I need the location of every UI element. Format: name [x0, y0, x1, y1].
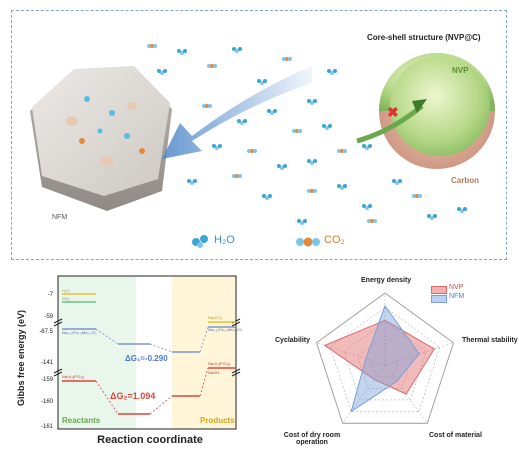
- h2o-legend-label: H₂O: [214, 234, 235, 246]
- svg-text:-7: -7: [48, 292, 54, 298]
- legend-label-nvp: NVP: [449, 284, 464, 291]
- h2o-molecule: [307, 159, 317, 165]
- radar-series-nvp: [323, 319, 436, 395]
- h2o-molecule: [362, 204, 372, 210]
- radar-axis-thermal-stability: Thermal stability: [462, 337, 518, 344]
- delta-g2: ΔG₂=1.094: [110, 391, 155, 401]
- reactants-region: [58, 276, 136, 429]
- energy-ylabel: Gibbs free energy (eV): [16, 310, 26, 406]
- radar-axis-cost-material: Cost of material: [429, 432, 482, 439]
- co2-molecule: [202, 104, 212, 108]
- svg-text:-141: -141: [41, 360, 54, 366]
- h2o-molecule: [262, 194, 272, 200]
- h2o-molecule: [212, 144, 222, 150]
- schematic-drawing: ✖: [30, 44, 495, 248]
- h2o-molecule: [337, 184, 347, 190]
- core-shell-sphere: ✖: [356, 53, 495, 169]
- h2o-molecule: [267, 109, 277, 115]
- energy-xlabel: Reaction coordinate: [97, 434, 203, 446]
- radar-axis-cyclability: Cyclability: [275, 337, 311, 344]
- schematic-panel: ✖ Core-shell structure (NVP@C) NVP Carbo…: [11, 10, 507, 260]
- h2o-molecule: [187, 179, 197, 185]
- radar-grid-ring: [315, 292, 455, 424]
- legend-label-nfm: NFM: [449, 293, 465, 300]
- svg-text:Na₂CO₃: Na₂CO₃: [208, 315, 223, 320]
- delta-g1: ΔG₁=-0.290: [125, 354, 168, 363]
- h2o-molecule: [362, 144, 372, 150]
- svg-text:-87.5: -87.5: [39, 329, 53, 335]
- legend-swatch-nfm: [431, 295, 447, 303]
- reactants-label: Reactants: [62, 416, 101, 425]
- svg-text:CO₂: CO₂: [62, 296, 70, 301]
- co2-legend-icon: [296, 237, 320, 247]
- svg-text:Na₃V₂(PO₄)₃: Na₃V₂(PO₄)₃: [208, 361, 231, 366]
- svg-text:Na₀.₆₇Fe₀.₅Mn₀.₅O₂: Na₀.₆₇Fe₀.₅Mn₀.₅O₂: [62, 330, 97, 335]
- co2-molecule: [282, 57, 292, 61]
- h2o-molecule: [327, 69, 337, 75]
- svg-text:-159: -159: [41, 377, 54, 383]
- radar-grid-ring: [357, 335, 413, 389]
- svg-text:NaOH: NaOH: [208, 370, 219, 375]
- svg-text:-160: -160: [41, 399, 54, 405]
- co2-molecule: [207, 64, 217, 68]
- co2-molecule: [412, 194, 422, 198]
- svg-text:H₂O: H₂O: [62, 288, 70, 293]
- nfm-block: [30, 66, 172, 211]
- h2o-molecule: [457, 207, 467, 213]
- h2o-molecule: [392, 179, 402, 185]
- nvp-label: NVP: [452, 66, 469, 75]
- radar-series-nfm: [350, 304, 420, 413]
- h2o-molecule: [307, 99, 317, 105]
- carbon-label: Carbon: [451, 176, 479, 185]
- radar-grid-ring: [329, 307, 441, 412]
- h2o-molecule: [237, 119, 247, 125]
- core-shell-title: Core-shell structure (NVP@C): [367, 33, 481, 42]
- nfm-label: NFM: [52, 214, 68, 221]
- co2-molecule: [292, 129, 302, 133]
- plot-frame: [57, 275, 237, 430]
- h2o-molecule: [177, 49, 187, 55]
- co2-molecule: [247, 149, 257, 153]
- co2-molecule: [337, 149, 347, 153]
- h2o-molecule: [297, 219, 307, 225]
- co2-molecule: [147, 44, 157, 48]
- h2o-molecule: [157, 69, 167, 75]
- h2o-molecule: [257, 79, 267, 85]
- radar-svg: [315, 292, 455, 424]
- energy-yticks: -7 -59 -87.5 -141 -159 -160 -161: [39, 292, 53, 430]
- radar-chart: Energy density Thermal stability Cost of…: [265, 268, 519, 466]
- svg-text:-59: -59: [44, 314, 53, 320]
- radar-axis-energy-density: Energy density: [361, 277, 412, 284]
- energy-plot: Gibbs free energy (eV) Reaction coordina…: [16, 275, 243, 446]
- molecules: [147, 44, 467, 225]
- products-label: Products: [200, 416, 235, 425]
- radar-axis-cost-dry-room: Cost of dry room operation: [283, 432, 341, 446]
- svg-text:Na₀.₆₇Fe₀.₅Mn₀.₅O₂: Na₀.₆₇Fe₀.₅Mn₀.₅O₂: [208, 327, 243, 332]
- h2o-legend-icon: [192, 235, 208, 248]
- h2o-molecule: [427, 214, 437, 220]
- co2-legend-label: CO₂: [324, 234, 345, 246]
- co2-molecule: [307, 189, 317, 193]
- co2-molecule: [232, 174, 242, 178]
- svg-text:-161: -161: [41, 424, 54, 430]
- h2o-molecule: [322, 124, 332, 130]
- co2-molecule: [367, 219, 377, 223]
- svg-text:✖: ✖: [387, 104, 399, 120]
- legend-swatch-nvp: [431, 286, 447, 294]
- h2o-molecule: [277, 164, 287, 170]
- svg-text:Na₃V₂(PO₄)₃: Na₃V₂(PO₄)₃: [62, 374, 85, 379]
- energy-diagram: Gibbs free energy (eV) Reaction coordina…: [0, 268, 265, 466]
- h2o-molecule: [232, 47, 242, 53]
- diffusion-arrow: [162, 66, 312, 159]
- level-labels: H₂O CO₂ Na₀.₆₇Fe₀.₅Mn₀.₅O₂ Na₃V₂(PO₄)₃ N…: [62, 288, 243, 379]
